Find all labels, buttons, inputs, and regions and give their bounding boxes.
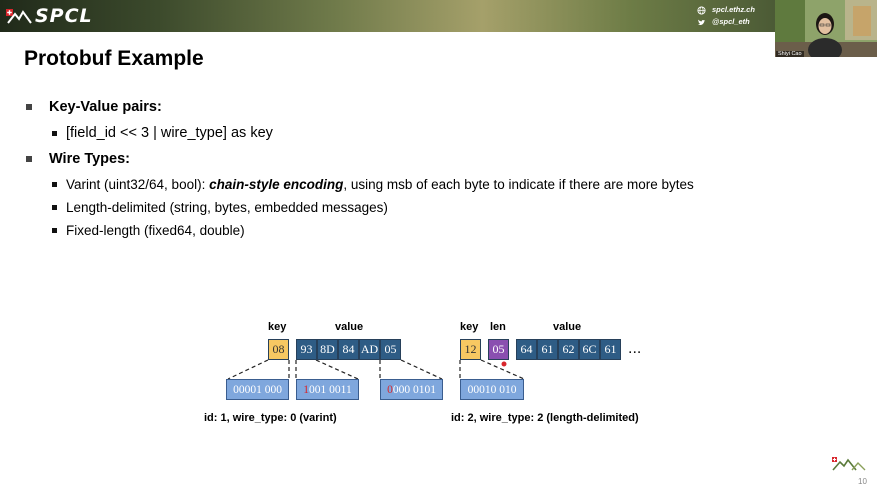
key-label-2: key <box>460 321 479 333</box>
value-byte: 05 <box>380 339 401 360</box>
footer-logo <box>832 457 866 476</box>
caption-example-2: id: 2, wire_type: 2 (length-delimited) <box>451 412 639 424</box>
value-label-1: value <box>335 321 364 333</box>
bullet-text: Key-Value pairs: <box>49 99 162 115</box>
sub-bullet-fixed-length: Fixed-length (fixed64, double) <box>52 223 245 238</box>
value-byte: 64 <box>516 339 537 360</box>
value-label-2: value <box>553 321 582 333</box>
header-banner: SPCL spcl.ethz.ch @spcl_eth <box>0 0 877 32</box>
spcl-logo: SPCL <box>6 5 93 27</box>
bullet-square-icon <box>52 205 57 210</box>
key-label-1: key <box>268 321 287 333</box>
mountain-logo-icon <box>6 9 32 24</box>
bullet-key-value: Key-Value pairs: <box>26 99 162 115</box>
value-byte: 6C <box>579 339 600 360</box>
bullet-square-icon <box>52 182 57 187</box>
key-byte-1: 08 <box>268 339 289 360</box>
webcam-caption: Shiyi Cao <box>776 51 804 57</box>
key-binary-1: 00001 000 <box>226 379 289 400</box>
pointer-dot <box>501 361 507 367</box>
bullet-text: Fixed-length (fixed64, double) <box>66 223 245 238</box>
value-byte: 8D <box>317 339 338 360</box>
bullet-text: Length-delimited (string, bytes, embedde… <box>66 200 388 215</box>
page-number: 10 <box>858 477 867 486</box>
varint-emphasis: chain-style encoding <box>209 177 344 192</box>
value-byte: 93 <box>296 339 317 360</box>
mountain-logo-icon <box>832 457 866 471</box>
ellipsis: ... <box>628 340 642 357</box>
slide-title: Protobuf Example <box>24 47 204 70</box>
value-byte: AD <box>359 339 380 360</box>
value-byte: 61 <box>537 339 558 360</box>
len-byte: 05 <box>488 339 509 360</box>
bullet-square-icon <box>26 104 32 110</box>
len-label: len <box>490 321 506 333</box>
globe-icon <box>697 5 706 15</box>
value-byte: 61 <box>600 339 621 360</box>
contact-info: spcl.ethz.ch @spcl_eth <box>697 4 755 28</box>
twitter-icon <box>697 19 706 25</box>
bullet-square-icon <box>26 156 32 162</box>
twitter-handle[interactable]: @spcl_eth <box>712 17 750 26</box>
binary-rest: 000 0101 <box>392 383 436 396</box>
sub-bullet-key-format: [field_id << 3 | wire_type] as key <box>52 125 273 141</box>
binary-rest: 001 0011 <box>309 383 352 396</box>
bullet-wire-types: Wire Types: <box>26 151 130 167</box>
msb-bit: 1 <box>303 383 310 396</box>
presenter-webcam: Shiyi Cao <box>775 0 877 57</box>
msb-bit: 0 <box>387 383 393 396</box>
key-byte-2: 12 <box>460 339 481 360</box>
bullet-text: [field_id << 3 | wire_type] as key <box>66 125 273 141</box>
value-byte: 62 <box>558 339 579 360</box>
presenter-video-frame <box>775 0 877 57</box>
key-binary-2: 00010 010 <box>460 379 524 400</box>
website-link[interactable]: spcl.ethz.ch <box>712 5 755 14</box>
bullet-square-icon <box>52 130 57 136</box>
sub-bullet-varint: Varint (uint32/64, bool): chain-style en… <box>52 177 694 192</box>
logo-text: SPCL <box>35 5 93 27</box>
varint-text-pre: Varint (uint32/64, bool): <box>66 177 210 192</box>
sub-bullet-length-delimited: Length-delimited (string, bytes, embedde… <box>52 200 388 215</box>
bullet-square-icon <box>52 228 57 233</box>
varint-text-post: , using msb of each byte to indicate if … <box>343 177 694 192</box>
value-byte: 84 <box>338 339 359 360</box>
bullet-text: Wire Types: <box>49 151 130 167</box>
bullet-text: Varint (uint32/64, bool): chain-style en… <box>66 177 694 192</box>
caption-example-1: id: 1, wire_type: 0 (varint) <box>204 412 337 424</box>
